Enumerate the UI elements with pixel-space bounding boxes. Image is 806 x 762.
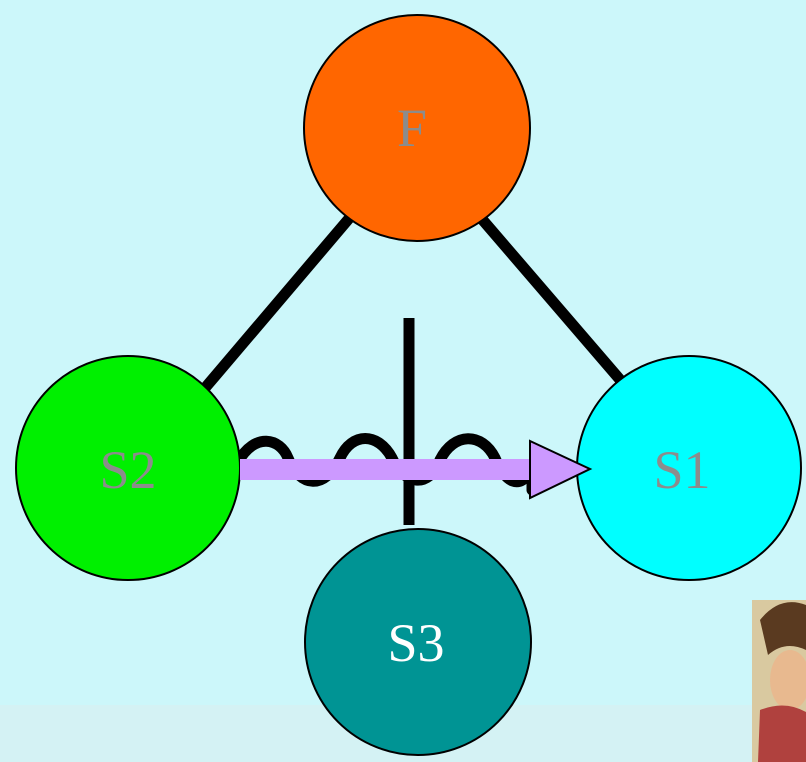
node-s3-label: S3 bbox=[387, 613, 444, 673]
node-s1: S1 bbox=[576, 355, 802, 581]
edge-f-s1 bbox=[475, 212, 628, 388]
portrait-robe bbox=[758, 705, 806, 762]
node-s2-label: S2 bbox=[99, 440, 156, 500]
node-s3-circle bbox=[304, 528, 532, 756]
portrait-face bbox=[770, 650, 806, 710]
node-s2: S2 bbox=[15, 355, 241, 581]
edge-f-s2 bbox=[199, 209, 358, 394]
node-f: F bbox=[303, 14, 531, 242]
arrow-s2-to-s1 bbox=[240, 439, 593, 500]
node-f-circle bbox=[303, 14, 531, 242]
arrow-head bbox=[529, 439, 593, 500]
node-s1-label: S1 bbox=[653, 440, 710, 500]
portrait-image bbox=[752, 600, 806, 762]
portrait-headdress bbox=[760, 602, 806, 655]
arrow-shaft bbox=[240, 459, 535, 480]
node-f-label: F bbox=[397, 98, 427, 158]
node-s3: S3 bbox=[304, 528, 532, 756]
wavy-connection bbox=[232, 433, 538, 496]
